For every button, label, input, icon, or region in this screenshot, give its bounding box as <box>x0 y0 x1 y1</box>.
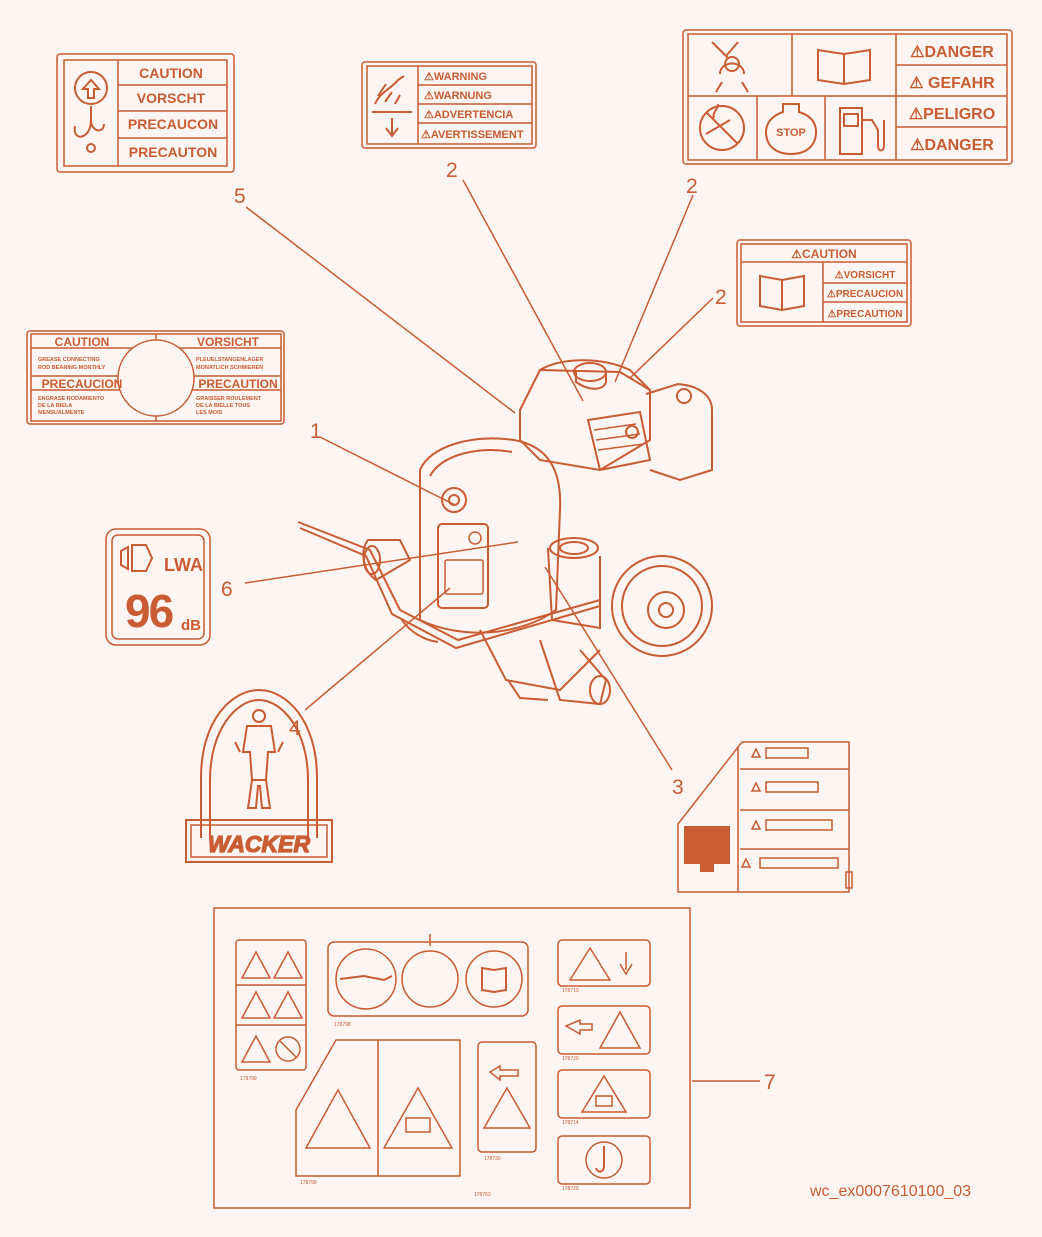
grease-caution-de: VORSICHT <box>197 335 260 349</box>
grease-text-es-2: DE LA BIELA <box>38 403 72 409</box>
speaker-icon <box>120 544 154 572</box>
pump-machine-drawing <box>297 359 713 706</box>
grease-text-es-1: ENGRASE RODAMIENTO <box>38 396 105 402</box>
grease-text-de-1: PLEUELSTANGENLAGER <box>196 357 263 363</box>
sound-unit: dB <box>181 617 201 634</box>
lift-caution-fr: PRECAUTON <box>129 144 217 160</box>
leader-1 <box>319 436 456 506</box>
hot-warning-fr: ⚠AVERTISSEMENT <box>421 129 524 141</box>
decal-lifting-caution: CAUTION VORSCHT PRECAUCON PRECAUTON <box>56 53 235 173</box>
sheet-number-5: 178799 <box>300 1180 317 1186</box>
grease-text-es-3: MENSUALMENTE <box>38 410 85 416</box>
operator-figure-icon <box>234 709 284 809</box>
manual-caution-de: ⚠VORSICHT <box>835 270 896 281</box>
sheet-number-2: 178798 <box>334 1022 351 1028</box>
no-smoking-icon <box>699 103 745 151</box>
decal-sound-power: LWA 96 dB <box>105 528 211 646</box>
stop-engine-icon: STOP <box>764 103 818 156</box>
lift-caution-de: VORSCHT <box>137 90 206 106</box>
decal-sheet-outline <box>213 907 691 1209</box>
grease-text-en-1: GREASE CONNECTING <box>38 357 100 363</box>
callout-3: 3 <box>672 776 684 799</box>
sound-value: 96 <box>125 585 173 637</box>
callout-6: 6 <box>221 578 233 601</box>
sheet-number-8: 178729 <box>562 1186 579 1192</box>
lift-caution-en: CAUTION <box>139 65 203 81</box>
hot-warning-es: ⚠ADVERTENCIA <box>424 109 513 121</box>
decal-warning-panel <box>677 741 853 893</box>
callout-2c: 2 <box>715 286 727 309</box>
grease-caution-en: CAUTION <box>55 335 110 349</box>
grease-text-en-2: ROD BEARING MONTHLY <box>38 365 106 371</box>
sheet-number-3: 178713 <box>562 988 579 994</box>
hot-warning-en: ⚠WARNING <box>424 71 487 83</box>
grease-text-fr-1: GRAISSER ROULEMENT <box>196 396 262 402</box>
decal-manual-caution: ⚠CAUTION ⚠VORSICHT ⚠PRECAUCION ⚠PRECAUTI… <box>736 239 912 327</box>
fuel-pump-icon <box>839 107 885 155</box>
decal-grease-caution: CAUTION VORSICHT PRECAUCION PRECAUTION G… <box>26 330 285 425</box>
grease-text-de-2: MONATLICH SCHMIEREN <box>196 365 263 371</box>
callout-7: 7 <box>764 1071 776 1094</box>
wacker-brand: WACKER <box>208 831 311 857</box>
manual-book-icon <box>759 274 805 312</box>
sheet-number-main: 178763 <box>474 1192 491 1198</box>
sheet-number-7: 178730 <box>484 1156 501 1162</box>
sheet-number-4: 178720 <box>562 1056 579 1062</box>
grease-text-fr-3: LES MOIS <box>196 410 223 416</box>
leader-lines <box>244 179 760 1082</box>
stop-label: STOP <box>776 127 806 139</box>
fuel-danger-de: ⚠ GEFAHR <box>909 75 995 92</box>
manual-book-icon <box>817 48 871 86</box>
hot-warning-de: ⚠WARNUNG <box>424 90 492 102</box>
grease-caution-es: PRECAUCION <box>42 377 123 391</box>
explosion-hazard-icon <box>711 41 749 93</box>
manual-caution-es: ⚠PRECAUCION <box>827 289 903 300</box>
callout-5: 5 <box>234 185 246 208</box>
leader-4 <box>304 587 451 711</box>
callout-1: 1 <box>310 420 322 443</box>
fuel-danger-fr: ⚠DANGER <box>910 137 994 154</box>
manual-caution-title: ⚠CAUTION <box>791 247 856 261</box>
hot-surface-icon <box>372 75 412 138</box>
decal-sheet: 178799 178798 178713 178720 178714 17872… <box>213 907 691 1209</box>
lift-caution-es: PRECAUCON <box>128 116 218 132</box>
leader-6 <box>244 541 519 584</box>
grease-caution-fr: PRECAUTION <box>198 377 277 391</box>
sheet-number-6: 178714 <box>562 1120 579 1126</box>
panel-black-square <box>684 826 730 864</box>
lift-hook-icon <box>73 71 108 153</box>
leader-2c <box>629 297 714 379</box>
grease-text-fr-2: DE LA BIELLE TOUS <box>196 403 250 409</box>
fuel-danger-en: ⚠DANGER <box>910 44 994 61</box>
callout-2a: 2 <box>446 159 458 182</box>
fuel-danger-es: ⚠PELIGRO <box>909 106 995 123</box>
leader-5 <box>245 206 516 414</box>
leader-3 <box>544 566 673 771</box>
callout-2b: 2 <box>686 175 698 198</box>
decal-hot-surface-warning: ⚠WARNING ⚠WARNUNG ⚠ADVERTENCIA ⚠AVERTISS… <box>361 61 537 149</box>
decal-wacker-logo: WACKER <box>185 688 333 863</box>
figure-id: wc_ex0007610100_03 <box>809 1183 971 1200</box>
sheet-number-1: 178799 <box>240 1076 257 1082</box>
leader-2a <box>462 179 584 402</box>
manual-caution-fr: ⚠PRECAUTION <box>827 309 902 320</box>
decal-fuel-danger: STOP ⚠DANGER ⚠ GEFAHR ⚠PELIGRO ⚠DANGER <box>682 29 1013 165</box>
lwa-label: LWA <box>164 555 203 575</box>
callout-numbers: 1 2 2 2 3 4 5 6 7 <box>221 159 776 1094</box>
leader-2b <box>614 194 694 383</box>
